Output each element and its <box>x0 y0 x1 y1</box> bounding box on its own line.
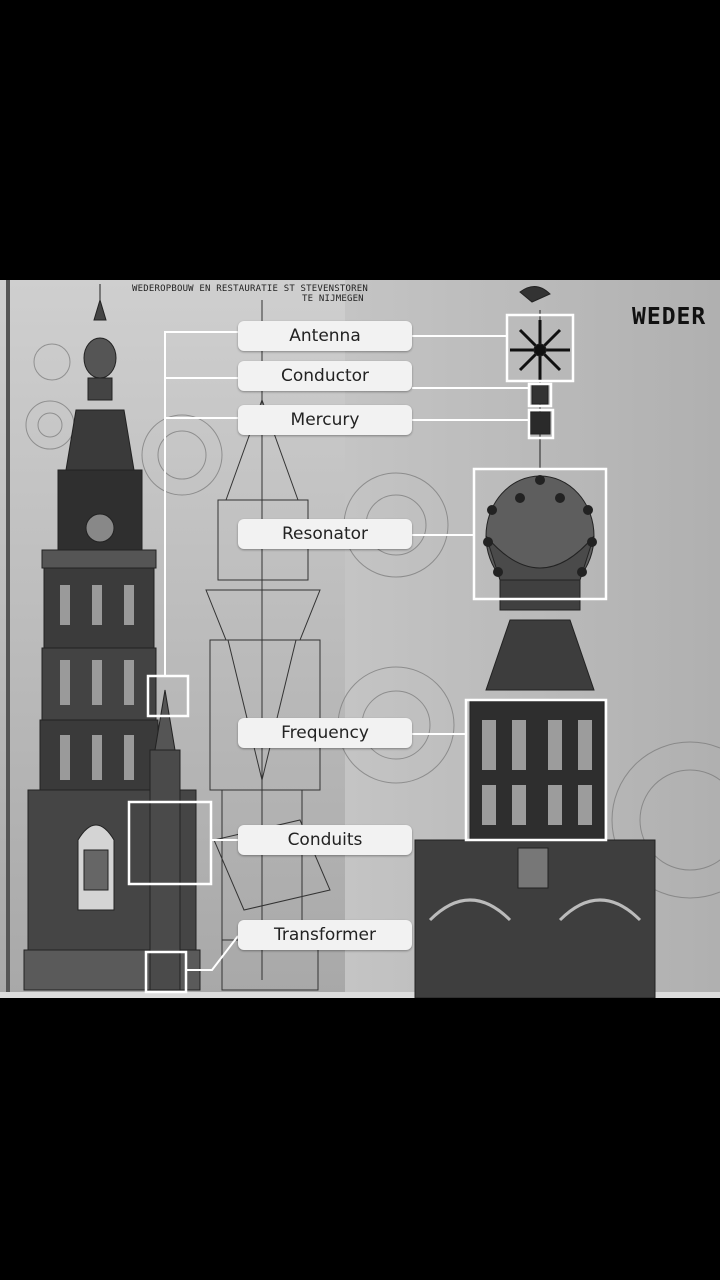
drawing-title-left-sub: TE NIJMEGEN <box>302 294 364 304</box>
resonator-knobs <box>483 475 597 577</box>
tower-elevation <box>23 284 201 991</box>
label-resonator: Resonator <box>238 519 412 549</box>
label-antenna: Antenna <box>238 321 412 351</box>
label-transformer: Transformer <box>238 920 412 950</box>
sheet-bottom-edge <box>0 992 720 998</box>
drawing-title-left: WEDEROPBOUW EN RESTAURATIE ST STEVENSTOR… <box>132 284 368 304</box>
label-mercury: Mercury <box>238 405 412 435</box>
tower-blueprint <box>0 280 720 998</box>
connector-lines <box>164 331 529 971</box>
drawing-title-right: WEDER <box>632 304 707 330</box>
bell-chamber <box>482 720 592 825</box>
diagram-image: WEDEROPBOUW EN RESTAURATIE ST STEVENSTOR… <box>0 280 720 998</box>
tower-windows <box>60 585 134 780</box>
label-conductor: Conductor <box>238 361 412 391</box>
drawing-title-left-main: WEDEROPBOUW EN RESTAURATIE ST STEVENSTOR… <box>132 284 368 294</box>
sheet-edge <box>6 280 10 998</box>
label-conduits: Conduits <box>238 825 412 855</box>
label-frequency: Frequency <box>238 718 412 748</box>
